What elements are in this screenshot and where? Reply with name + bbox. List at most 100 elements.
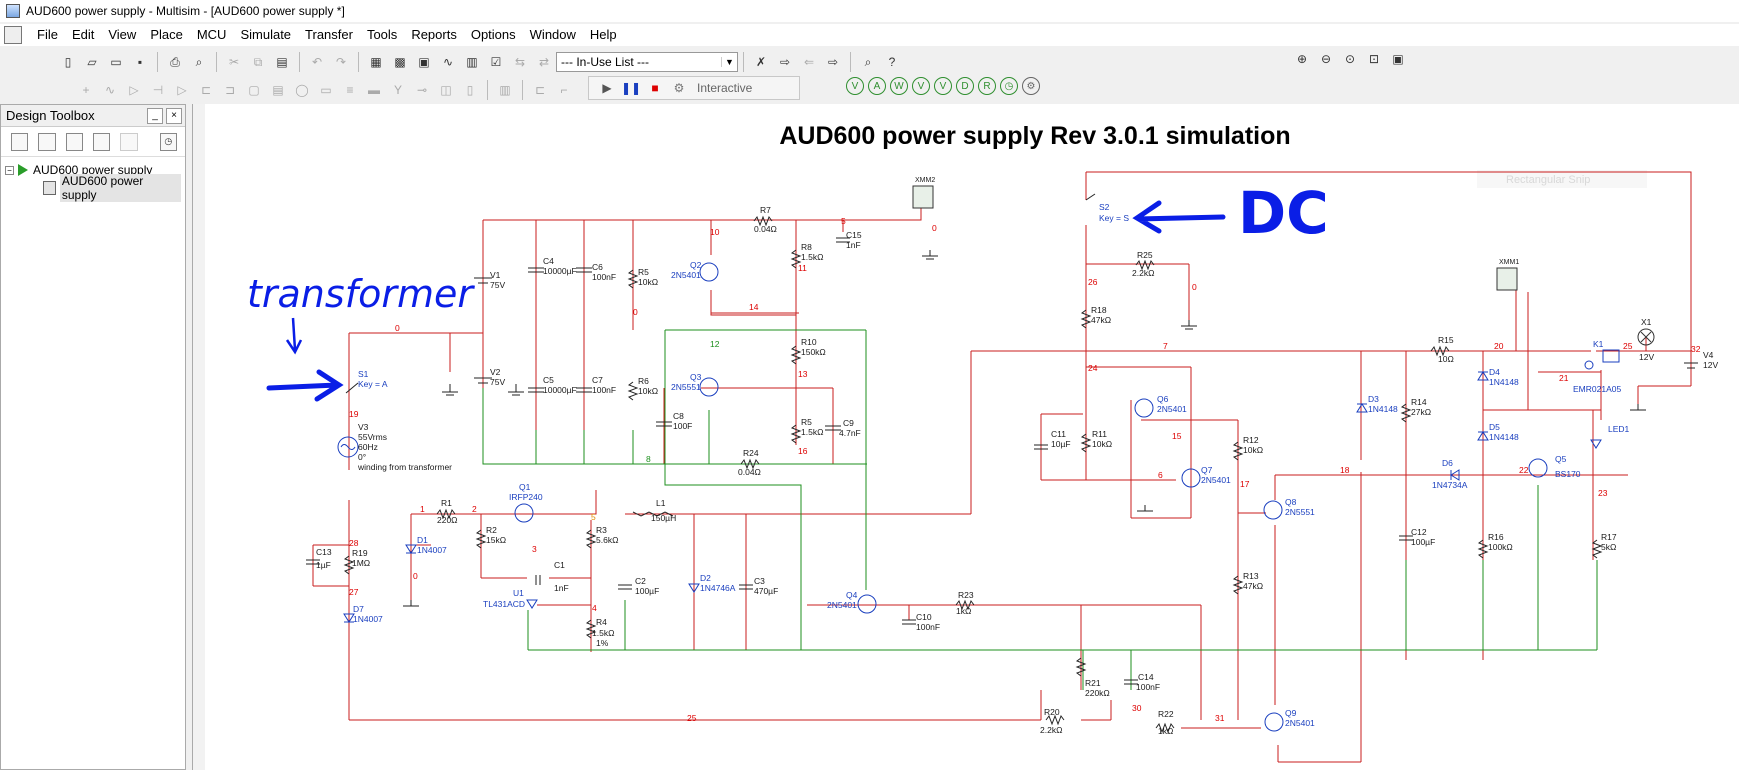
save-icon[interactable]: ▪ bbox=[137, 55, 143, 69]
zoom-area-icon[interactable]: ⊙ bbox=[1344, 52, 1356, 66]
find-examples-icon[interactable]: ⌕ bbox=[864, 54, 872, 69]
interactive-settings-icon[interactable]: ⚙ bbox=[673, 81, 685, 95]
menu-view[interactable]: View bbox=[108, 27, 137, 42]
place-advanced-icon[interactable]: ▬ bbox=[368, 83, 380, 97]
full-screen-icon[interactable]: ▣ bbox=[1392, 52, 1404, 66]
place-ni-icon[interactable]: ◫ bbox=[440, 83, 452, 97]
redo-icon[interactable]: ↷ bbox=[335, 55, 347, 69]
stop-icon[interactable]: ■ bbox=[651, 81, 659, 95]
menu-transfer[interactable]: Transfer bbox=[305, 27, 353, 42]
place-connector-icon[interactable]: ▯ bbox=[466, 83, 474, 97]
postprocessor-icon[interactable]: ▥ bbox=[466, 55, 478, 69]
net-label: 19 bbox=[349, 409, 359, 419]
document-icon[interactable] bbox=[4, 26, 22, 44]
schematic-canvas[interactable]: AUD600 power supply Rev 3.0.1 simulation… bbox=[193, 104, 1739, 770]
probe-reference-icon[interactable]: R bbox=[978, 77, 996, 95]
help-icon[interactable]: ? bbox=[888, 55, 896, 69]
menu-window[interactable]: Window bbox=[529, 27, 576, 42]
menu-tools[interactable]: Tools bbox=[366, 27, 398, 42]
collapse-icon[interactable]: − bbox=[5, 165, 14, 175]
probe-icon[interactable]: ⇨ bbox=[779, 55, 791, 69]
probe-differential-icon[interactable]: V bbox=[912, 77, 930, 95]
menu-mcu[interactable]: MCU bbox=[196, 27, 227, 42]
menu-help[interactable]: Help bbox=[589, 27, 617, 42]
menu-edit[interactable]: Edit bbox=[71, 27, 95, 42]
zoom-sheet-icon[interactable]: ⊡ bbox=[1368, 52, 1380, 66]
place-power-icon[interactable]: ▭ bbox=[320, 83, 332, 97]
menu-reports[interactable]: Reports bbox=[411, 27, 457, 42]
probe-settings-icon[interactable]: ⚙ bbox=[1022, 77, 1040, 95]
place-ttl-icon[interactable]: ⊏ bbox=[200, 83, 212, 97]
schematic-workspace[interactable]: AUD600 power supply Rev 3.0.1 simulation… bbox=[192, 104, 1739, 770]
place-indicator-icon[interactable]: ◯ bbox=[295, 83, 309, 97]
probe-power-icon[interactable]: W bbox=[890, 77, 908, 95]
place-electromech-icon[interactable]: ⊸ bbox=[416, 83, 428, 97]
chevron-down-icon: ▼ bbox=[721, 57, 737, 67]
net-label: 0 bbox=[395, 323, 400, 333]
tree-item-sheet[interactable]: AUD600 power supply bbox=[5, 174, 181, 202]
place-misc-digital-icon[interactable]: ▢ bbox=[248, 83, 260, 97]
probe-voltage-icon[interactable]: V bbox=[846, 77, 864, 95]
place-cmos-icon[interactable]: ⊐ bbox=[224, 83, 236, 97]
close-icon[interactable]: × bbox=[166, 107, 182, 124]
design-toolbox-icon[interactable]: ▦ bbox=[370, 55, 382, 69]
save-design-icon[interactable] bbox=[65, 132, 83, 151]
print-icon[interactable]: ⎙ bbox=[170, 54, 180, 69]
spreadsheet-icon[interactable]: ▩ bbox=[394, 55, 406, 69]
place-mcu-icon[interactable]: ▥ bbox=[499, 83, 511, 97]
place-transistor-icon[interactable]: ⊣ bbox=[152, 83, 164, 97]
copy-icon[interactable]: ⧉ bbox=[253, 54, 263, 69]
grapher-icon[interactable]: ∿ bbox=[442, 55, 454, 69]
place-bus-icon[interactable]: ⌐ bbox=[560, 83, 568, 97]
place-source-icon[interactable]: + bbox=[82, 83, 90, 97]
probe-vi-icon[interactable]: V bbox=[934, 77, 952, 95]
run-icon[interactable]: ▶ bbox=[602, 81, 612, 95]
d1-part: 1N4007 bbox=[417, 545, 447, 555]
print-preview-icon[interactable]: ⌕ bbox=[195, 54, 203, 69]
visibility-icon[interactable]: ◷ bbox=[159, 132, 177, 151]
place-misc-icon[interactable]: ≡ bbox=[346, 83, 354, 97]
place-mixed-icon[interactable]: ▤ bbox=[272, 83, 284, 97]
database-icon[interactable]: ▣ bbox=[418, 55, 430, 69]
pause-icon[interactable]: ❚❚ bbox=[620, 81, 642, 95]
place-diode-icon[interactable]: ▷ bbox=[129, 83, 139, 97]
zoom-out-icon[interactable]: ⊖ bbox=[1320, 52, 1332, 66]
menu-place[interactable]: Place bbox=[150, 27, 183, 42]
r22-ref: R22 bbox=[1158, 709, 1174, 719]
in-use-list-select[interactable]: --- In-Use List --- ▼ bbox=[556, 52, 738, 72]
new-file-icon[interactable]: ▯ bbox=[64, 55, 72, 69]
place-rf-icon[interactable]: Y bbox=[393, 83, 402, 97]
erc-icon[interactable]: ☑ bbox=[490, 55, 502, 69]
probe-current-icon[interactable]: A bbox=[868, 77, 886, 95]
forward-annotate-icon[interactable]: ⇄ bbox=[538, 55, 550, 69]
back-annotate-icon[interactable]: ⇆ bbox=[514, 55, 526, 69]
r24-ref: R24 bbox=[743, 448, 759, 458]
open-sample-icon[interactable]: ▭ bbox=[110, 55, 122, 69]
place-hierarchical-icon[interactable]: ⊏ bbox=[534, 83, 546, 97]
r5a-ref: R5 bbox=[638, 267, 649, 277]
undo-icon[interactable]: ↶ bbox=[311, 55, 323, 69]
probe-digital-icon[interactable]: D bbox=[956, 77, 974, 95]
k1-ref: K1 bbox=[1593, 339, 1604, 349]
zoom-in-icon[interactable]: ⊕ bbox=[1296, 52, 1308, 66]
place-analog-icon[interactable]: ▷ bbox=[177, 83, 187, 97]
new-design-icon[interactable] bbox=[11, 132, 29, 151]
new-sheet-icon[interactable] bbox=[92, 132, 111, 151]
probe-clock-icon[interactable]: ◷ bbox=[1000, 77, 1018, 95]
delete-sheet-icon[interactable] bbox=[120, 132, 138, 151]
menu-simulate[interactable]: Simulate bbox=[240, 27, 292, 42]
open-folder-icon[interactable]: ▱ bbox=[87, 55, 97, 69]
net-label: 15 bbox=[1172, 431, 1182, 441]
probe-arrow-icon[interactable]: ⇐ bbox=[803, 55, 815, 69]
interactive-mode-label[interactable]: Interactive bbox=[697, 81, 753, 95]
cut-icon[interactable]: ✂ bbox=[228, 55, 240, 69]
minimize-icon[interactable]: _ bbox=[147, 107, 163, 124]
tree-item-design[interactable]: − AUD600 power supply bbox=[5, 161, 181, 179]
probe-settings-icon[interactable]: ⇨ bbox=[827, 55, 839, 69]
menu-options[interactable]: Options bbox=[470, 27, 516, 42]
menu-file[interactable]: File bbox=[37, 27, 58, 42]
paste-icon[interactable]: ▤ bbox=[276, 55, 288, 69]
place-basic-icon[interactable]: ∿ bbox=[104, 83, 116, 97]
component-wizard-icon[interactable]: ✗ bbox=[755, 55, 767, 69]
open-design-icon[interactable] bbox=[38, 132, 56, 151]
